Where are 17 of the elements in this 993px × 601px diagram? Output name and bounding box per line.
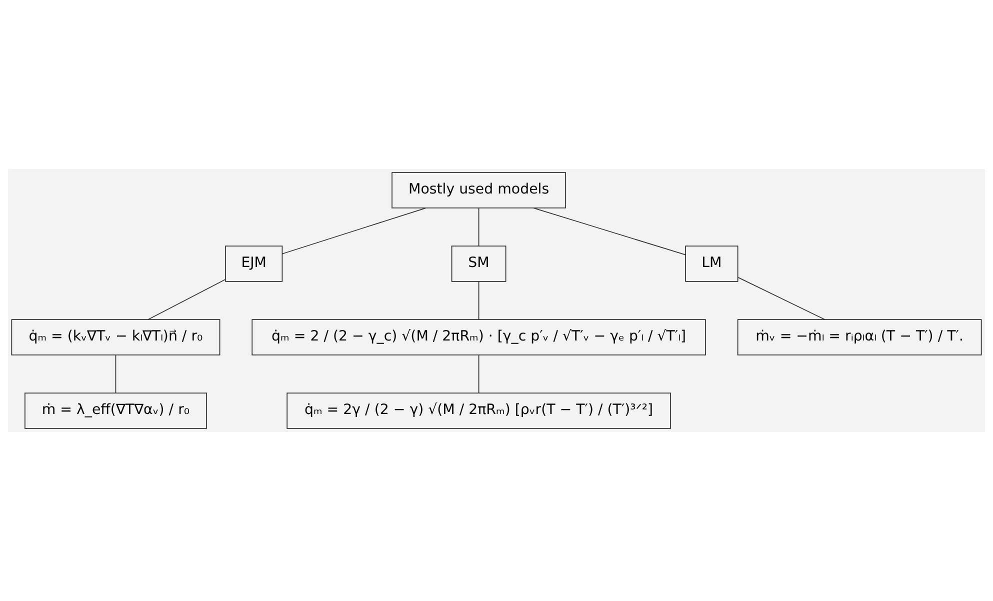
node-box: ṁ = λ_eff(∇T∇αᵥ) / r₀ <box>24 392 207 429</box>
node-box: ṁᵥ = −ṁₗ = rᵢρₗαₗ (T − T′) / T′. <box>737 319 982 356</box>
node-box: EJM <box>225 246 283 282</box>
node-box: q̇ₘ = 2γ / (2 − γ) √(M / 2πRₘ) [ρᵥr(T − T′) / (T′)³ᐟ²] <box>286 392 671 429</box>
node-box: SM <box>451 246 506 282</box>
connector <box>478 208 480 246</box>
connector <box>478 354 480 394</box>
connector <box>148 279 226 320</box>
node-box: Mostly used models <box>392 172 566 208</box>
connector <box>478 281 480 320</box>
node-box: LM <box>685 246 738 282</box>
node-box: q̇ₘ = (kᵥ∇Tᵥ − kₗ∇Tₗ)n⃗ / r₀ <box>11 319 220 356</box>
connector <box>282 208 426 254</box>
node-box: q̇ₘ = 2 / (2 − γ_c) √(M / 2πRₘ) · [γ_c p′ᵥ / √T′ᵥ − γₑ p′ₗ / √T′ₗ] <box>252 319 706 356</box>
connector <box>533 208 686 256</box>
connector <box>738 277 826 320</box>
connector <box>115 354 116 394</box>
